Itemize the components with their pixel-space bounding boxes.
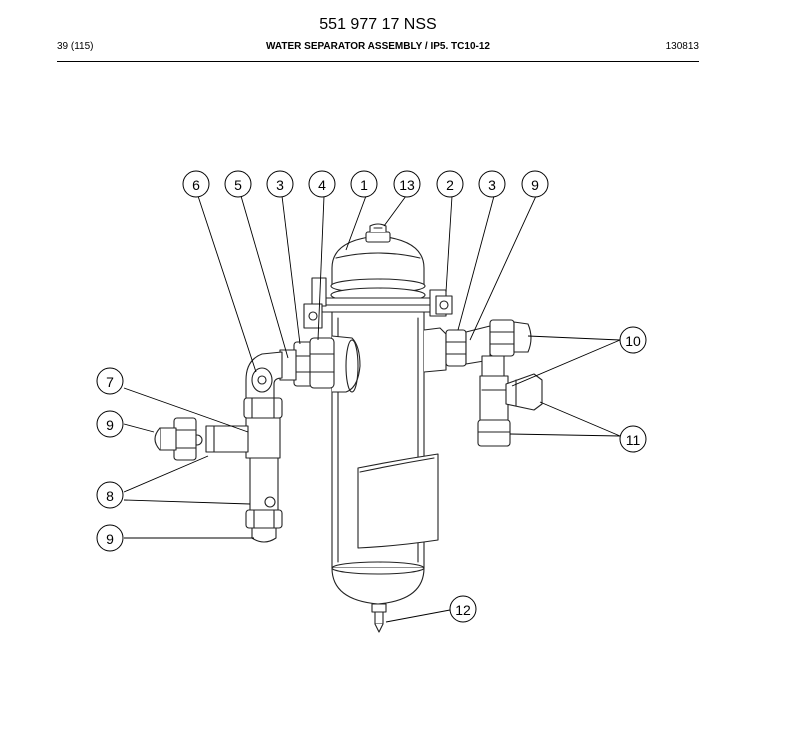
callout-label-11: 11 bbox=[626, 432, 641, 448]
callout-9-left bbox=[96, 410, 124, 438]
callout-label-10: 10 bbox=[625, 333, 641, 349]
callout-13 bbox=[393, 170, 421, 198]
callout-7 bbox=[96, 367, 124, 395]
callout-label-9-left: 9 bbox=[106, 417, 114, 433]
callout-1 bbox=[350, 170, 378, 198]
callout-3-right bbox=[478, 170, 506, 198]
document-number: 551 977 17 NSS bbox=[319, 16, 437, 33]
callout-label-12: 12 bbox=[455, 602, 471, 618]
page-header: 39 (115) WATER SEPARATOR ASSEMBLY / IP5.… bbox=[57, 41, 699, 55]
callout-label-3-left: 3 bbox=[276, 177, 284, 193]
callout-label-3-right: 3 bbox=[488, 177, 496, 193]
callout-10 bbox=[619, 326, 647, 354]
callout-label-9-top: 9 bbox=[531, 177, 539, 193]
callout-label-4: 4 bbox=[318, 177, 326, 193]
callout-8 bbox=[96, 481, 124, 509]
callout-label-1: 1 bbox=[360, 177, 368, 193]
callout-label-7: 7 bbox=[106, 374, 114, 390]
callout-label-6: 6 bbox=[192, 177, 200, 193]
callout-3-left bbox=[266, 170, 294, 198]
header-rule bbox=[57, 61, 699, 62]
date-code: 130813 bbox=[665, 41, 699, 52]
callout-4 bbox=[308, 170, 336, 198]
callout-5 bbox=[224, 170, 252, 198]
callout-label-2: 2 bbox=[446, 177, 454, 193]
callout-bubbles bbox=[96, 170, 647, 623]
callout-12 bbox=[449, 595, 477, 623]
callout-label-5: 5 bbox=[234, 177, 242, 193]
callout-label-8: 8 bbox=[106, 488, 114, 504]
callout-11 bbox=[619, 425, 647, 453]
callout-9-top bbox=[521, 170, 549, 198]
section-title: WATER SEPARATOR ASSEMBLY / IP5. TC10-12 bbox=[266, 41, 490, 52]
right-fitting-group bbox=[445, 319, 543, 447]
leader-lines bbox=[123, 195, 621, 623]
callout-6 bbox=[182, 170, 210, 198]
callout-label-13: 13 bbox=[399, 177, 415, 193]
page-reference: 39 (115) bbox=[57, 41, 94, 52]
separator-housing bbox=[303, 223, 453, 633]
left-fitting-group bbox=[154, 337, 335, 543]
callout-9-bottom bbox=[96, 524, 124, 552]
callout-label-9-bottom: 9 bbox=[106, 531, 114, 547]
callout-2 bbox=[436, 170, 464, 198]
